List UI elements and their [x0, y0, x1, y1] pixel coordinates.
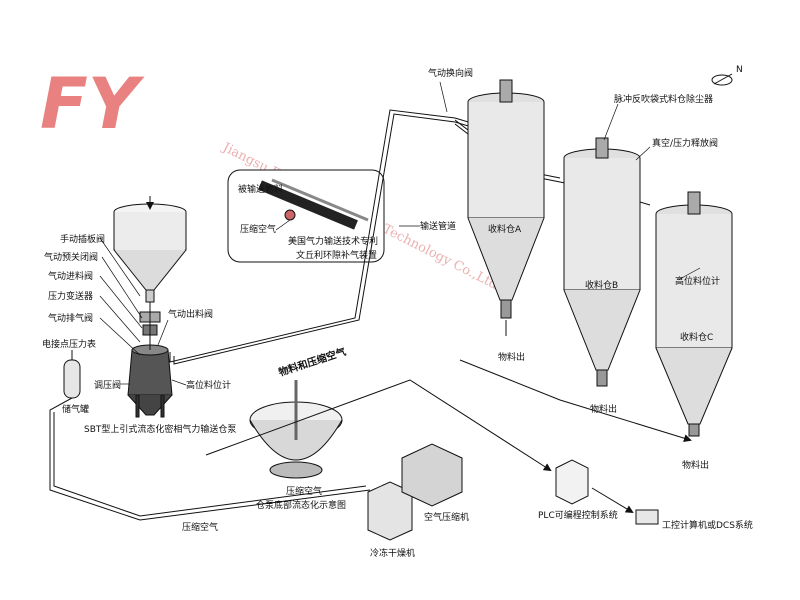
label-fluidization-caption: 仓泵底部流态化示意图	[256, 499, 346, 511]
label-fluidization-compressed-air: 压缩空气	[286, 485, 322, 497]
label-vacuum-valve: 真空/压力释放阀	[652, 137, 718, 149]
north-compass	[711, 73, 733, 86]
label-refrigerated-dryer: 冷冻干燥机	[370, 547, 415, 559]
label-high-level-meter-pump: 高位料位计	[186, 379, 231, 391]
label-out-b: 物料出	[590, 403, 617, 415]
computer-terminal	[635, 509, 659, 525]
logo: FY	[40, 63, 145, 145]
gas-tank	[63, 350, 81, 399]
label-air-compressor: 空气压缩机	[424, 511, 469, 523]
venturi-inset	[227, 169, 385, 263]
label-high-level-meter-silo: 高位料位计	[675, 275, 720, 287]
label-silo-a: 收料仓A	[488, 223, 522, 235]
label-pneumatic-pre-shutoff: 气动预关闭阀	[44, 251, 98, 263]
label-contact-pressure-gauge: 电接点压力表	[42, 338, 96, 350]
label-gas-tank: 储气罐	[62, 403, 89, 415]
label-venturi: 文丘利环隙补气装置	[296, 249, 377, 261]
pump-leaders	[99, 237, 187, 386]
label-compressed-air-inset: 压缩空气	[240, 223, 276, 235]
label-pump-name: SBT型上引式流态化密相气力输送仓泵	[84, 423, 236, 435]
label-plc-system: PLC可编程控制系统	[538, 509, 618, 521]
label-pneumatic-discharge-valve: 气动出料阀	[168, 308, 213, 320]
label-material-and-air: 物料和压缩空气	[277, 345, 348, 379]
silo-b	[563, 137, 641, 387]
north-label: N	[736, 65, 743, 75]
pipeline-leaders	[399, 81, 448, 227]
label-ipc-dcs: 工控计算机或DCS系统	[662, 519, 753, 531]
label-compressed-air-main: 压缩空气	[182, 521, 218, 533]
label-us-patent: 美国气力输送技术专利	[288, 235, 378, 247]
label-dust-collector: 脉冲反吹袋式料仓除尘器	[614, 93, 713, 105]
label-pneumatic-vent-valve: 气动排气阀	[48, 312, 93, 324]
label-silo-b: 收料仓B	[585, 279, 618, 291]
label-out-a: 物料出	[498, 351, 525, 363]
label-silo-c: 收料仓C	[680, 331, 713, 343]
silo-c	[655, 191, 733, 437]
compressed-air-line	[49, 397, 371, 521]
plc-cabinet	[555, 459, 589, 505]
silo-a	[467, 79, 545, 336]
feed-hopper	[113, 196, 187, 303]
silo-leaders	[603, 103, 701, 281]
label-pneumatic-feed-valve: 气动进料阀	[48, 270, 93, 282]
pump-vessel	[127, 302, 173, 418]
label-out-c: 物料出	[682, 459, 709, 471]
label-diverter-valve: 气动换向阀	[428, 67, 473, 79]
label-pipeline: 输送管道	[420, 220, 456, 232]
label-pressure-regulator: 调压阀	[94, 380, 121, 391]
label-manual-gate-valve: 手动插板阀	[60, 233, 105, 245]
label-conveyed-material: 被输送物料	[238, 183, 283, 195]
air-compressor	[401, 443, 463, 507]
label-pressure-transmitter: 压力变送器	[48, 290, 93, 302]
refrigerated-dryer	[367, 481, 413, 541]
fluidization-inset	[249, 380, 343, 479]
signal-lines	[205, 359, 692, 514]
